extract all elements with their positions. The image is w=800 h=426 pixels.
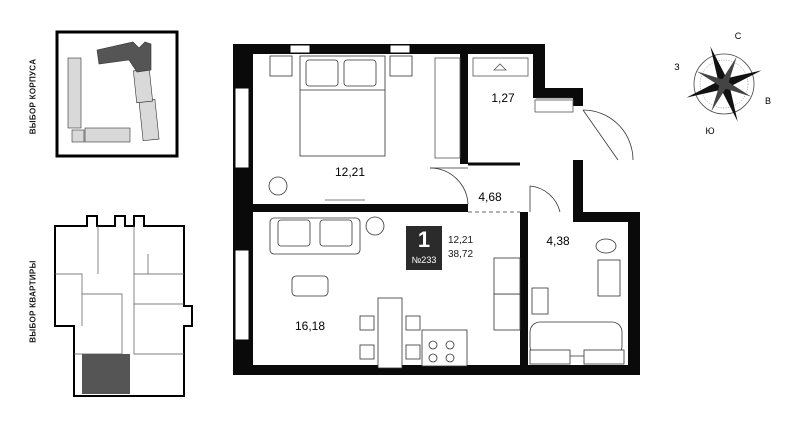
total-area: 38,72 [448,249,474,260]
apartment-badge: 1 №233 [406,226,442,270]
bathroom-area: 4,38 [546,234,570,248]
apartment-select-label[interactable]: ВЫБОР КВАРТИРЫ [28,260,38,343]
bedroom-area: 12,21 [335,165,365,179]
living-kitchen-area: 16,18 [295,319,325,333]
compass-west: З [674,62,679,72]
plant-icon [268,176,288,196]
compass-north: С [735,31,742,41]
apartment-stats: 12,21 38,72 [448,234,473,262]
apartment-number: №233 [411,255,437,265]
compass-east: В [765,96,771,106]
selected-building[interactable] [96,41,152,73]
building-select-label[interactable]: ВЫБОР КОРПУСА [28,58,38,135]
sofa [269,217,361,255]
apartment-floor-plan: 12,21 1,27 4,68 4,38 16,18 [233,44,640,375]
bathroom-fixtures [529,238,625,365]
coffee-table [291,275,329,297]
compass-icon: С В Ю З [674,31,771,134]
selected-apartment[interactable] [82,354,130,394]
bed [269,55,413,157]
building-selector-map[interactable] [55,30,180,158]
room-count: 1 [417,227,431,252]
dining-set [359,297,421,369]
living-area: 12,21 [448,235,474,246]
wardrobe-area: 1,27 [491,91,515,105]
compass-south: Ю [705,126,714,134]
apartment-selector-map[interactable] [52,214,202,399]
plant-icon [365,216,385,236]
hall-area: 4,68 [478,190,502,204]
kitchen [421,257,521,367]
